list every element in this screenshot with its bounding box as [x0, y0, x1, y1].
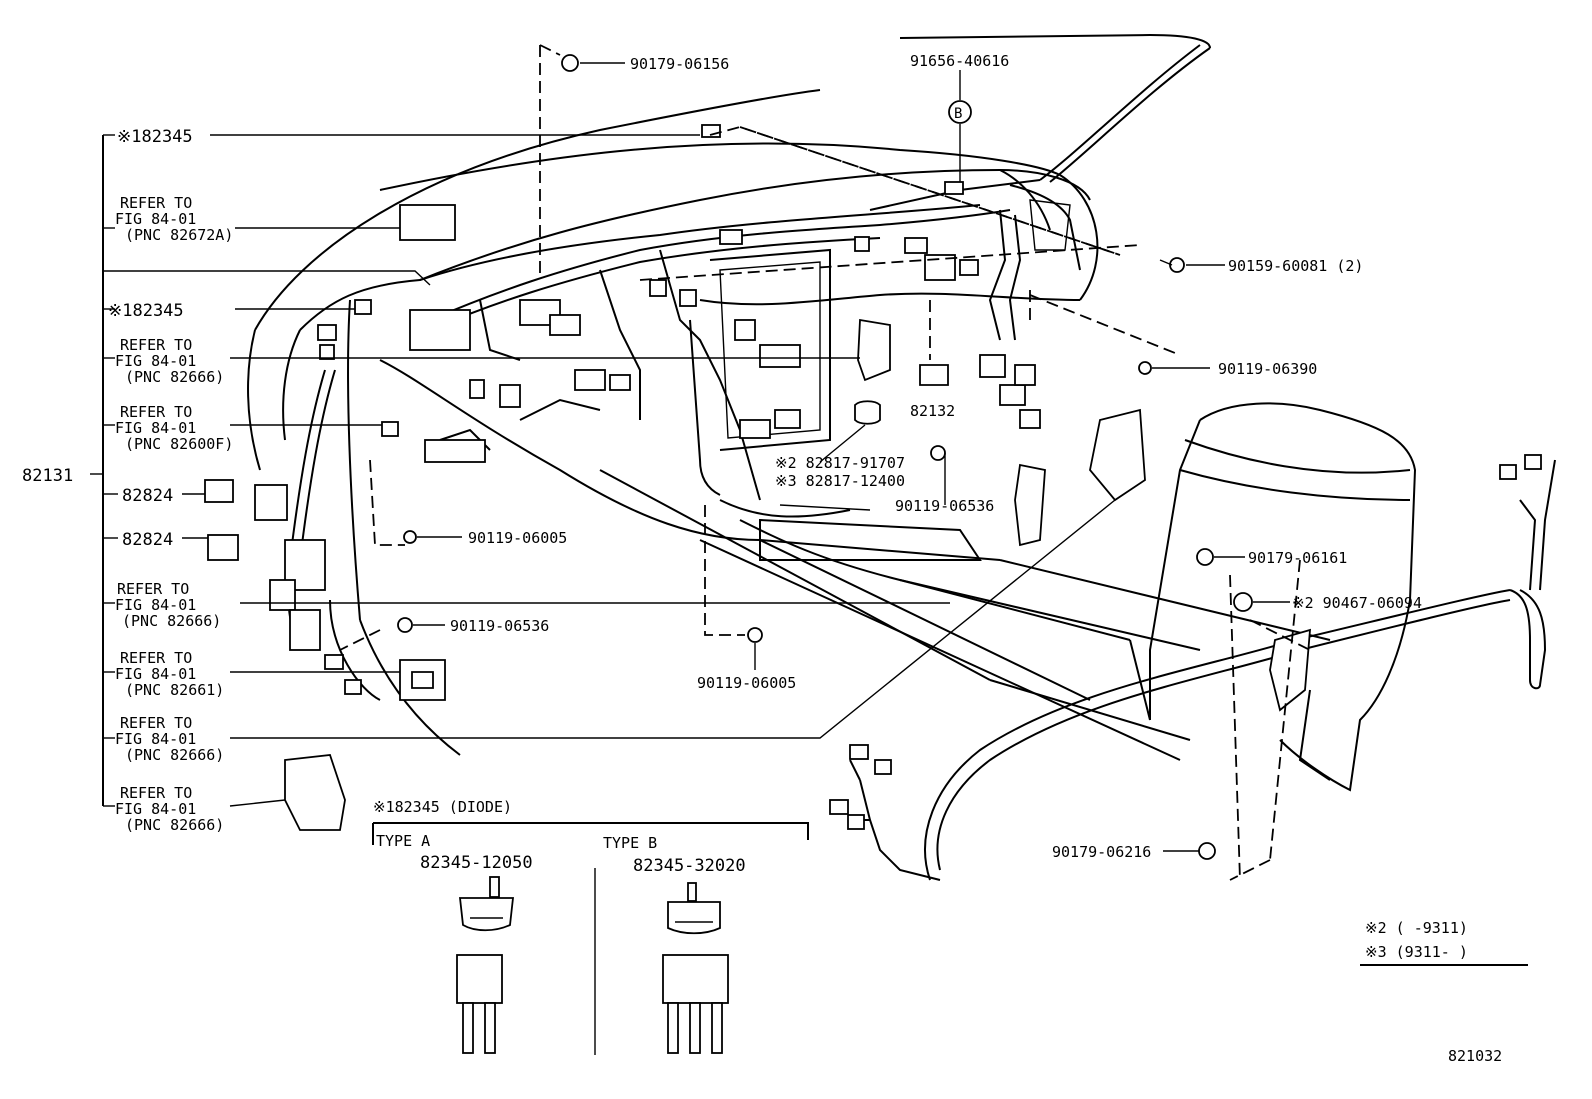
diode-a-body	[456, 954, 503, 1004]
type-a-label: TYPE A	[376, 832, 430, 850]
refer-to-7c: (PNC 82666)	[125, 816, 224, 834]
connector-82824-a	[204, 479, 234, 503]
bracket-82666-c	[1014, 463, 1046, 547]
refer-to-3b: FIG 84-01	[115, 419, 196, 437]
diode-inset	[372, 822, 809, 1055]
junction-block	[409, 309, 471, 351]
label-90179-06156: 90179-06156	[630, 55, 729, 73]
bracket-82666	[857, 318, 891, 382]
clip-90179-06156	[561, 54, 579, 72]
refer-to-7b: FIG 84-01	[115, 800, 196, 818]
bolt-90159-60081	[1169, 257, 1185, 273]
label-90119-06536-b: 90119-06536	[450, 617, 549, 635]
part-no-type-b: 82345-32020	[633, 856, 746, 876]
connector-82600f	[381, 421, 399, 437]
label-90467-06094: ※2 90467-06094	[1292, 594, 1422, 612]
clamp-82817	[854, 400, 881, 425]
clip-90179-06216	[1198, 842, 1216, 860]
marker-b: B	[954, 106, 962, 122]
label-82817-91707: ※2 82817-91707	[775, 454, 905, 472]
refer-to-1b: FIG 84-01	[115, 210, 196, 228]
screw-90119-06536-a	[930, 445, 946, 461]
part-no-type-a: 82345-12050	[420, 853, 533, 873]
diode-title: ※182345 (DIODE)	[373, 798, 512, 816]
label-182345-b: ※182345	[108, 301, 184, 321]
refer-to-1c: (PNC 82672A)	[125, 226, 233, 244]
refer-to-6c: (PNC 82666)	[125, 746, 224, 764]
refer-to-2c: (PNC 82666)	[125, 368, 224, 386]
label-91656-40616: 91656-40616	[910, 52, 1009, 70]
diode-b-body	[662, 954, 729, 1004]
label-90119-06005-b: 90119-06005	[697, 674, 796, 692]
label-90179-06161: 90179-06161	[1248, 549, 1347, 567]
refer-to-6b: FIG 84-01	[115, 730, 196, 748]
refer-to-2a: REFER TO	[120, 336, 192, 354]
diode-a-top	[458, 897, 515, 932]
figure-number: 821032	[1448, 1047, 1502, 1065]
connector-82824-b	[207, 534, 239, 561]
labels: ※182345 REFER TO FIG 84-01 (PNC 82672A) …	[22, 52, 1502, 1065]
refer-to-5a: REFER TO	[120, 649, 192, 667]
refer-to-4b: FIG 84-01	[115, 596, 196, 614]
refer-to-6a: REFER TO	[120, 714, 192, 732]
note-3: ※3 (9311- )	[1365, 943, 1468, 961]
screw-90119-06005-b	[747, 627, 763, 643]
bracket-82666-b	[1089, 408, 1146, 502]
label-82131: 82131	[22, 466, 73, 486]
diode-a-tab	[489, 876, 500, 898]
refer-to-2b: FIG 84-01	[115, 352, 196, 370]
bracket-82666-d	[284, 754, 346, 831]
marker-b-circle	[948, 100, 972, 124]
clip-90467-06094	[1233, 592, 1253, 612]
refer-to-4c: (PNC 82666)	[122, 612, 221, 630]
screw-90119-06005-a	[403, 530, 417, 544]
refer-to-5b: FIG 84-01	[115, 665, 196, 683]
seat-connector-bracket	[1269, 628, 1312, 712]
refer-to-1a: REFER TO	[120, 194, 192, 212]
clip-90179-06161	[1196, 548, 1214, 566]
leader-lines	[90, 62, 1290, 852]
note-2: ※2 ( -9311)	[1365, 919, 1468, 937]
harness-bundles	[287, 33, 1556, 881]
connector-82132	[919, 364, 949, 386]
label-90119-06536-a: 90119-06536	[895, 497, 994, 515]
label-90179-06216: 90179-06216	[1052, 843, 1151, 861]
refer-to-3a: REFER TO	[120, 403, 192, 421]
screw-90119-06390	[1138, 361, 1152, 375]
diode-b-top	[667, 901, 721, 935]
label-82824-a: 82824	[122, 486, 173, 506]
type-b-label: TYPE B	[603, 834, 657, 852]
seat-console	[1129, 402, 1417, 792]
label-82132: 82132	[910, 402, 955, 420]
connector-82672a	[399, 204, 456, 241]
phantom-lines	[339, 44, 1311, 881]
refer-to-4a: REFER TO	[117, 580, 189, 598]
label-82817-12400: ※3 82817-12400	[775, 472, 905, 490]
label-90119-06005-a: 90119-06005	[468, 529, 567, 547]
diode-b-tab	[687, 882, 697, 902]
refer-to-5c: (PNC 82661)	[125, 681, 224, 699]
label-82824-b: 82824	[122, 530, 173, 550]
screw-90119-06536-b	[397, 617, 413, 633]
refer-to-7a: REFER TO	[120, 784, 192, 802]
diode-182345-b	[354, 299, 372, 315]
label-182345-a: ※182345	[117, 127, 193, 147]
junction-82661	[399, 659, 446, 701]
label-90119-06390: 90119-06390	[1218, 360, 1317, 378]
label-90159-60081: 90159-60081 (2)	[1228, 257, 1363, 275]
refer-to-3c: (PNC 82600F)	[125, 435, 233, 453]
